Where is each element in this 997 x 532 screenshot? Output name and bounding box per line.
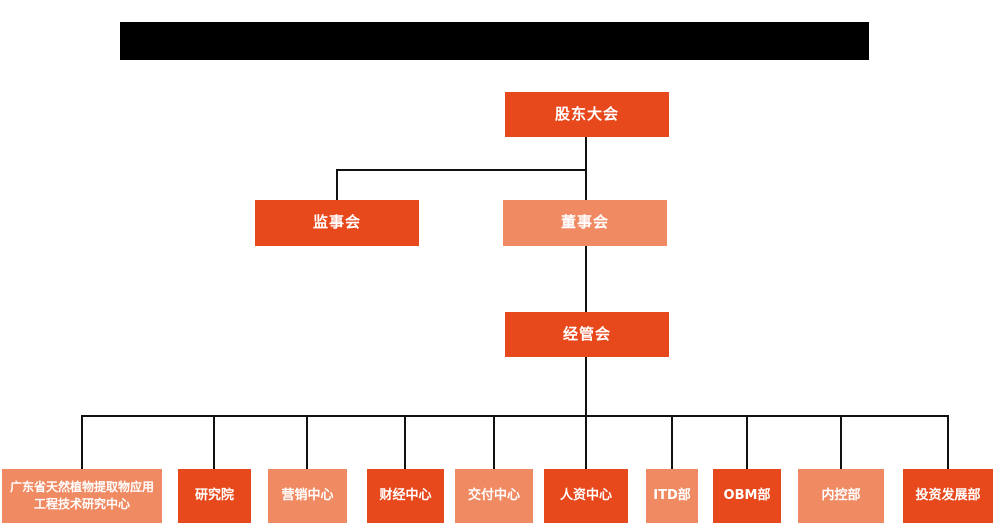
node-research-institute: 研究院 [178,469,251,523]
connector-management-to-bus [585,357,587,417]
connector-drop-hr-center [585,415,587,469]
node-delivery-center: 交付中心 [455,469,533,523]
node-label: ITD部 [653,487,691,503]
node-label: 广东省天然植物提取物应用工程技术研究中心 [9,479,154,511]
node-label: 研究院 [194,487,234,503]
node-shareholders-meeting: 股东大会 [505,92,669,137]
node-label: 监事会 [312,213,361,232]
node-investment-development-dept: 投资发展部 [903,469,993,523]
node-label: 董事会 [560,213,609,232]
node-marketing-center: 营销中心 [268,469,347,523]
node-finance-center: 财经中心 [367,469,444,523]
node-board-of-directors: 董事会 [503,200,667,246]
connector-drop-finance-center [404,415,406,469]
node-internal-control-dept: 内控部 [798,469,884,523]
node-management-committee: 经管会 [505,312,669,357]
connector-to-supervisory [336,169,338,200]
node-label: 财经中心 [379,487,432,503]
connector-drop-obm-dept [746,415,748,469]
node-hr-center: 人资中心 [544,469,628,523]
node-label: 股东大会 [554,104,619,123]
connector-branch-horizontal [336,169,587,171]
connector-drop-delivery-center [493,415,495,469]
redacted-title-bar [120,22,869,60]
node-supervisory-board: 监事会 [255,200,419,246]
connector-drop-internal-control-dept [840,415,842,469]
node-research-center: 广东省天然植物提取物应用工程技术研究中心 [2,469,162,523]
node-label: OBM部 [723,487,771,503]
connector-drop-itd-dept [671,415,673,469]
node-label: 人资中心 [559,487,612,503]
node-label: 内控部 [821,487,861,503]
connector-drop-investment-development-dept [947,415,949,469]
connector-board-to-management [585,246,587,312]
connector-shareholders-to-board [585,137,587,200]
connector-drop-research-center [81,415,83,469]
connector-drop-marketing-center [306,415,308,469]
node-label: 经管会 [562,324,611,343]
node-label: 营销中心 [281,487,334,503]
node-obm-dept: OBM部 [713,469,781,523]
node-itd-dept: ITD部 [646,469,698,523]
node-label: 投资发展部 [915,487,981,503]
connector-bus-horizontal [81,415,949,417]
connector-drop-research-institute [213,415,215,469]
node-label: 交付中心 [467,487,520,503]
